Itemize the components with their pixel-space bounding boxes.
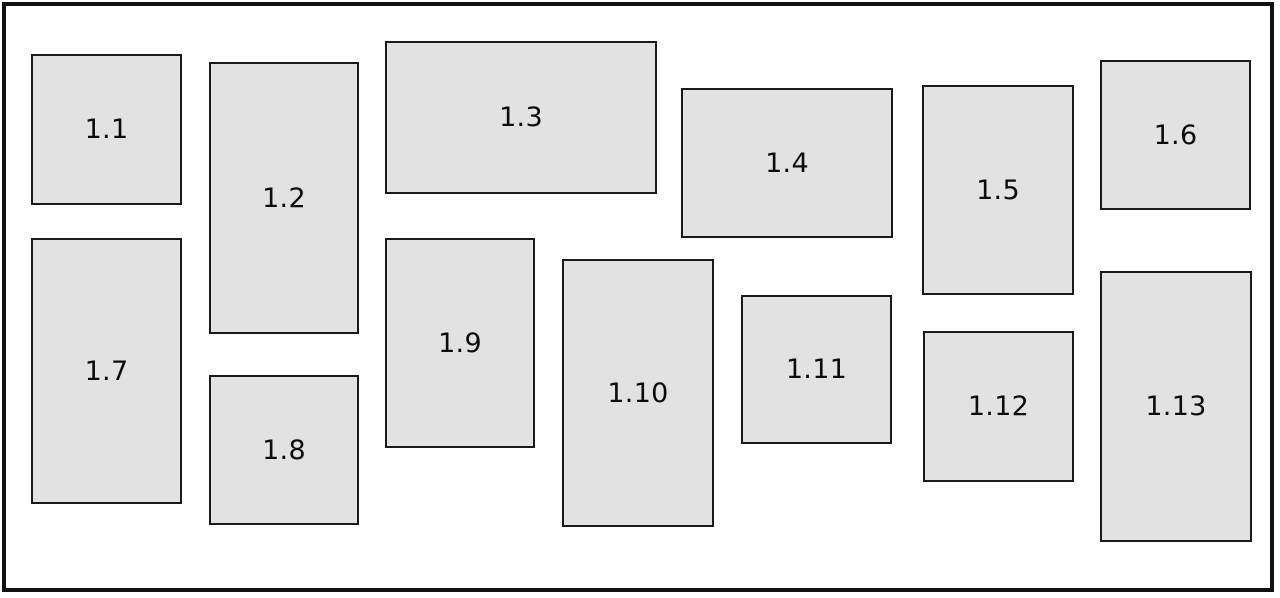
diagram-box-label: 1.9 (438, 327, 482, 359)
diagram-box-1-10[interactable]: 1.10 (562, 259, 714, 527)
diagram-box-1-8[interactable]: 1.8 (209, 375, 359, 525)
diagram-box-label: 1.8 (262, 434, 306, 466)
diagram-box-label: 1.3 (499, 102, 543, 133)
diagram-box-label: 1.11 (785, 354, 848, 385)
diagram-box-1-7[interactable]: 1.7 (31, 238, 182, 504)
diagram-box-1-11[interactable]: 1.11 (741, 295, 892, 444)
diagram-box-label: 1.13 (1145, 391, 1207, 422)
diagram-box-label: 1.1 (84, 114, 129, 145)
diagram-box-label: 1.4 (765, 147, 809, 179)
diagram-box-1-13[interactable]: 1.13 (1100, 271, 1252, 542)
diagram-box-label: 1.10 (607, 377, 669, 409)
diagram-box-1-4[interactable]: 1.4 (681, 88, 893, 238)
diagram-box-1-12[interactable]: 1.12 (923, 331, 1074, 482)
diagram-box-1-9[interactable]: 1.9 (385, 238, 535, 448)
diagram-box-label: 1.2 (262, 182, 306, 214)
diagram-box-label: 1.7 (84, 355, 129, 387)
diagram-box-1-2[interactable]: 1.2 (209, 62, 359, 334)
diagram-box-1-5[interactable]: 1.5 (922, 85, 1074, 295)
diagram-box-1-1[interactable]: 1.1 (31, 54, 182, 205)
diagram-box-1-6[interactable]: 1.6 (1100, 60, 1251, 210)
diagram-box-label: 1.5 (976, 174, 1020, 206)
diagram-box-label: 1.12 (967, 391, 1030, 422)
diagram-box-1-3[interactable]: 1.3 (385, 41, 657, 194)
diagram-box-label: 1.6 (1153, 119, 1198, 151)
